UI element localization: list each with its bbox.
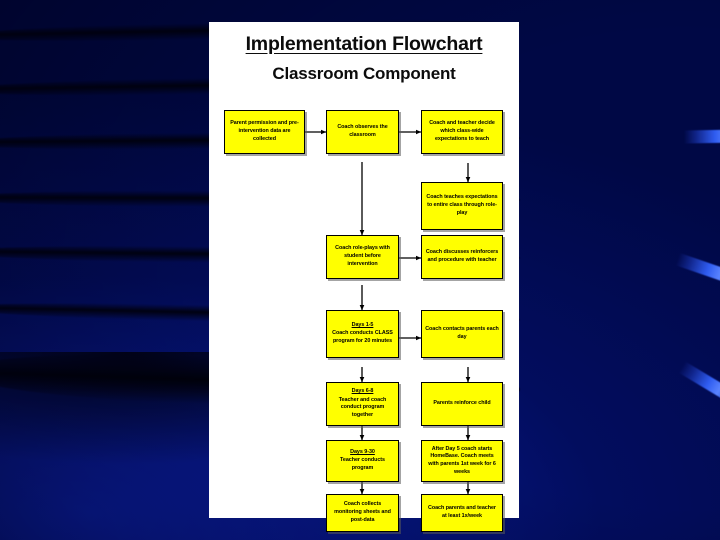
flow-node-days-9-30[interactable]: Days 9-30 Teacher conducts program — [326, 440, 399, 482]
flow-node-coach-parents-teacher[interactable]: Coach parents and teacher at least 1x/we… — [421, 494, 503, 532]
flow-node-coach-roleplays[interactable]: Coach role-plays with student before int… — [326, 235, 399, 279]
flow-node-days-6-8[interactable]: Days 6-8 Teacher and coach conduct progr… — [326, 382, 399, 426]
flow-node-days-1-5[interactable]: Days 1-5 Coach conducts CLASS program fo… — [326, 310, 399, 358]
flow-node-parent-permission[interactable]: Parent permission and pre-intervention d… — [224, 110, 305, 154]
day-range-label: Days 1-5 — [351, 322, 374, 329]
page-title: Implementation Flowchart — [245, 33, 483, 55]
accent-stripe-1 — [683, 129, 720, 144]
day-range-label: Days 9-30 — [350, 449, 375, 456]
flow-node-discuss-reinforcers[interactable]: Coach discusses reinforcers and procedur… — [421, 235, 503, 279]
flow-node-coach-observes[interactable]: Coach observes the classroom — [326, 110, 399, 154]
flow-node-collects-monitoring[interactable]: Coach collects monitoring sheets and pos… — [326, 494, 399, 532]
flowchart-connectors — [305, 129, 471, 495]
content-panel: Implementation Flowchart Classroom Compo… — [209, 22, 519, 532]
flow-node-parents-reinforce[interactable]: Parents reinforce child — [421, 382, 503, 426]
flow-node-contacts-parents[interactable]: Coach contacts parents each day — [421, 310, 503, 358]
flow-node-coach-teaches[interactable]: Coach teaches expectations to entire cla… — [421, 182, 503, 230]
flowchart: Parent permission and pre-intervention d… — [209, 22, 519, 532]
day-range-label: Days 6-8 — [351, 388, 374, 395]
page-subtitle: Classroom Component — [272, 64, 456, 83]
flow-node-homebase[interactable]: After Day 5 coach starts HomeBase. Coach… — [421, 440, 503, 482]
flow-node-decide-expectations[interactable]: Coach and teacher decide which class-wid… — [421, 110, 503, 154]
